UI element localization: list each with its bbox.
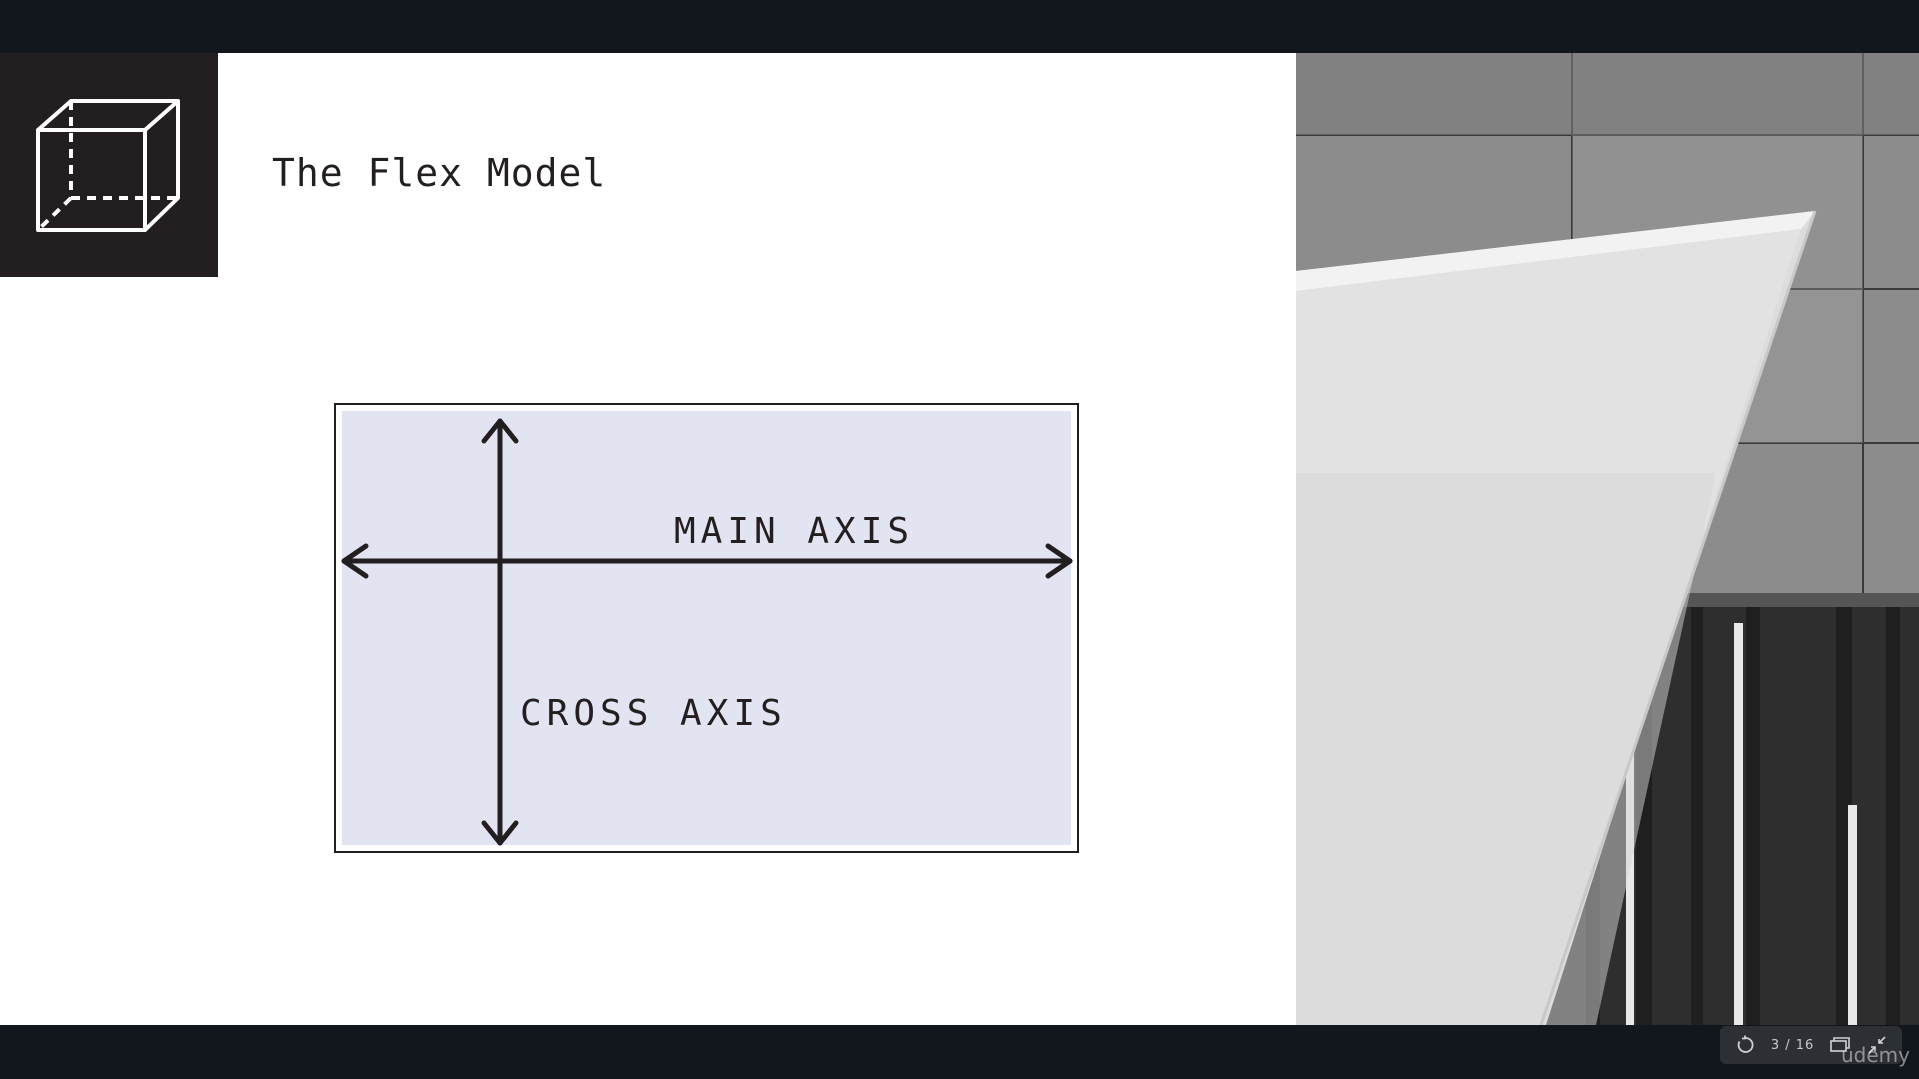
cross-axis-arrow-up	[481, 418, 519, 444]
axes-drawing	[341, 418, 1073, 846]
slides-icon[interactable]	[1829, 1034, 1851, 1056]
flex-model-diagram: MAIN AXIS CROSS AXIS	[334, 403, 1079, 853]
exit-fullscreen-icon[interactable]	[1866, 1034, 1888, 1056]
cube-icon	[36, 99, 180, 232]
cross-axis-label: CROSS AXIS	[520, 693, 787, 734]
slide: The Flex Model MAIN AXIS CROSS AXIS	[0, 53, 1919, 1025]
logo-box	[0, 53, 218, 277]
slide-title: The Flex Model	[272, 151, 607, 195]
top-bar	[0, 0, 1919, 53]
main-axis-arrow-right	[1045, 543, 1073, 579]
building-image	[1296, 53, 1919, 1025]
main-axis-arrow-left	[341, 543, 369, 579]
architecture-photo	[1296, 53, 1919, 1025]
bottom-bar	[0, 1025, 1919, 1079]
replay-icon[interactable]	[1734, 1034, 1756, 1056]
udemy-watermark: udemy	[1841, 1043, 1910, 1067]
main-axis-label: MAIN AXIS	[674, 511, 915, 552]
diagram-fill	[342, 411, 1071, 845]
cross-axis-arrow-down	[481, 820, 519, 846]
page-counter: 3 / 16	[1770, 1037, 1815, 1053]
player-controls: 3 / 16	[1720, 1026, 1902, 1064]
